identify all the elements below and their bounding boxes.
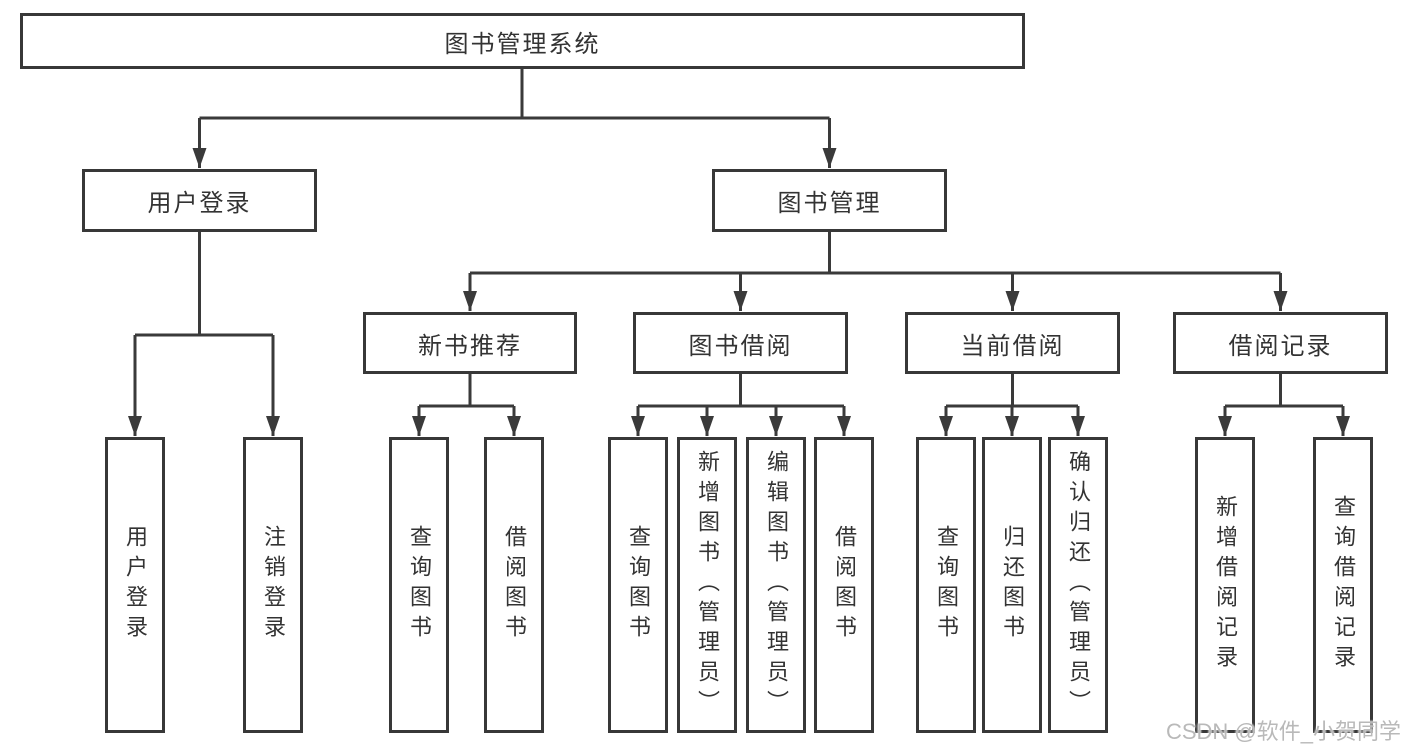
leaf-query-borrow-record: 查询借阅记录 — [1313, 437, 1373, 733]
leaf-add-books-admin-label: 新增图书（管理员） — [695, 450, 720, 720]
leaf-borrow-books-recommend: 借阅图书 — [484, 437, 544, 733]
leaf-borrow-books-recommend-label: 借阅图书 — [502, 525, 527, 645]
leaf-return-books: 归还图书 — [982, 437, 1042, 733]
leaf-query-books-borrow-label: 查询图书 — [626, 525, 651, 645]
node-borrow-records-label: 借阅记录 — [1228, 332, 1333, 360]
connector-new-book-recommend-children — [412, 374, 521, 436]
csdn-watermark: CSDN @软件_小贺同学 — [1165, 719, 1401, 744]
leaf-add-borrow-record-label: 新增借阅记录 — [1213, 495, 1238, 675]
node-user-login-label: 用户登录 — [147, 190, 252, 217]
connector-book-borrow-children — [631, 374, 851, 436]
leaf-query-borrow-record-label: 查询借阅记录 — [1331, 495, 1356, 675]
leaf-logout-login-label: 注销登录 — [261, 525, 286, 645]
connector-current-borrow-children — [939, 374, 1085, 436]
node-user-login: 用户登录 — [82, 169, 317, 232]
node-root: 图书管理系统 — [20, 13, 1025, 69]
leaf-borrow-books: 借阅图书 — [814, 437, 874, 733]
node-book-management-label: 图书管理 — [777, 190, 882, 217]
node-new-book-recommend: 新书推荐 — [363, 312, 577, 374]
node-book-borrow-label: 图书借阅 — [688, 332, 793, 360]
leaf-return-books-label: 归还图书 — [1000, 525, 1025, 645]
connector-user-login-children — [128, 232, 280, 436]
node-root-label: 图书管理系统 — [444, 30, 601, 58]
leaf-confirm-return-admin: 确认归还（管理员） — [1048, 437, 1108, 733]
node-current-borrow: 当前借阅 — [905, 312, 1120, 374]
leaf-edit-books-admin-label: 编辑图书（管理员） — [764, 450, 789, 720]
leaf-confirm-return-admin-label: 确认归还（管理员） — [1066, 450, 1091, 720]
leaf-borrow-books-label: 借阅图书 — [832, 525, 857, 645]
connector-borrow-records-children — [1218, 374, 1350, 436]
leaf-query-books-recommend: 查询图书 — [389, 437, 449, 733]
leaf-query-books-borrow: 查询图书 — [608, 437, 668, 733]
node-book-borrow: 图书借阅 — [633, 312, 848, 374]
leaf-add-books-admin: 新增图书（管理员） — [677, 437, 737, 733]
leaf-add-borrow-record: 新增借阅记录 — [1195, 437, 1255, 733]
connector-root-to-level2 — [192, 69, 837, 168]
leaf-query-books-current: 查询图书 — [916, 437, 976, 733]
node-current-borrow-label: 当前借阅 — [960, 332, 1065, 360]
node-book-management: 图书管理 — [712, 169, 947, 232]
leaf-logout-login: 注销登录 — [243, 437, 303, 733]
node-new-book-recommend-label: 新书推荐 — [418, 332, 522, 360]
leaf-query-books-recommend-label: 查询图书 — [407, 525, 432, 645]
leaf-user-login-label: 用户登录 — [123, 525, 148, 645]
leaf-query-books-current-label: 查询图书 — [934, 525, 959, 645]
leaf-edit-books-admin: 编辑图书（管理员） — [746, 437, 806, 733]
connector-book-management-children — [463, 232, 1288, 311]
leaf-user-login: 用户登录 — [105, 437, 165, 733]
node-borrow-records: 借阅记录 — [1173, 312, 1388, 374]
